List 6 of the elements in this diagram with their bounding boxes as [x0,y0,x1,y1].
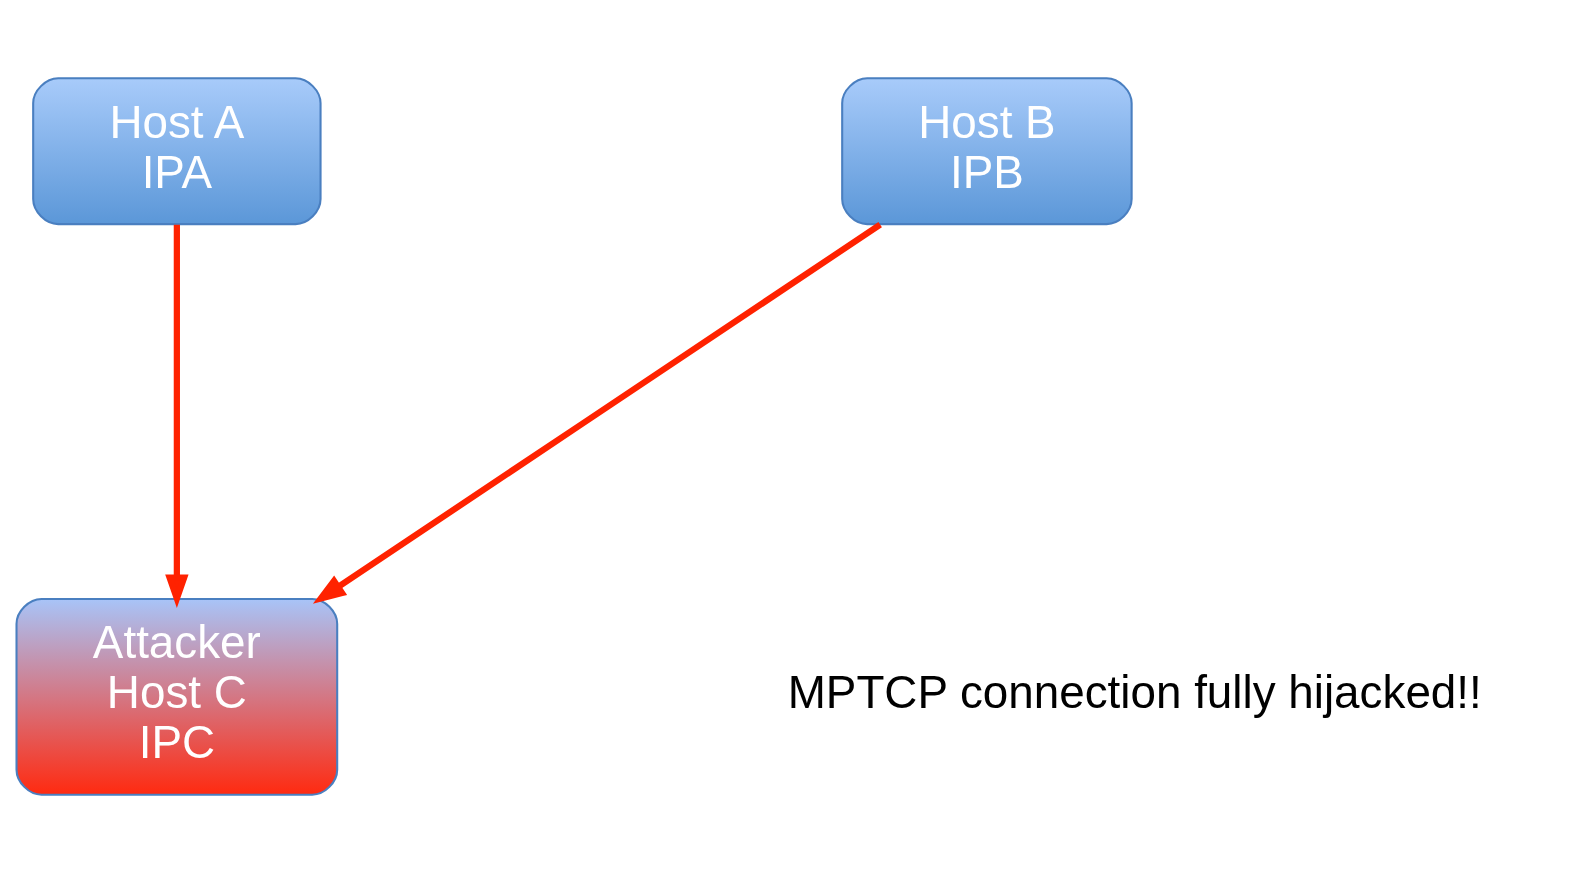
label: MPTCP connection fully hijacked!! [787,666,1482,718]
arrow [165,224,189,608]
arrow [312,221,882,604]
node-box: Host B IPB [841,76,1133,225]
node-box: Host A IPA [32,76,322,225]
node-box: Attacker Host C IPC [15,597,339,796]
